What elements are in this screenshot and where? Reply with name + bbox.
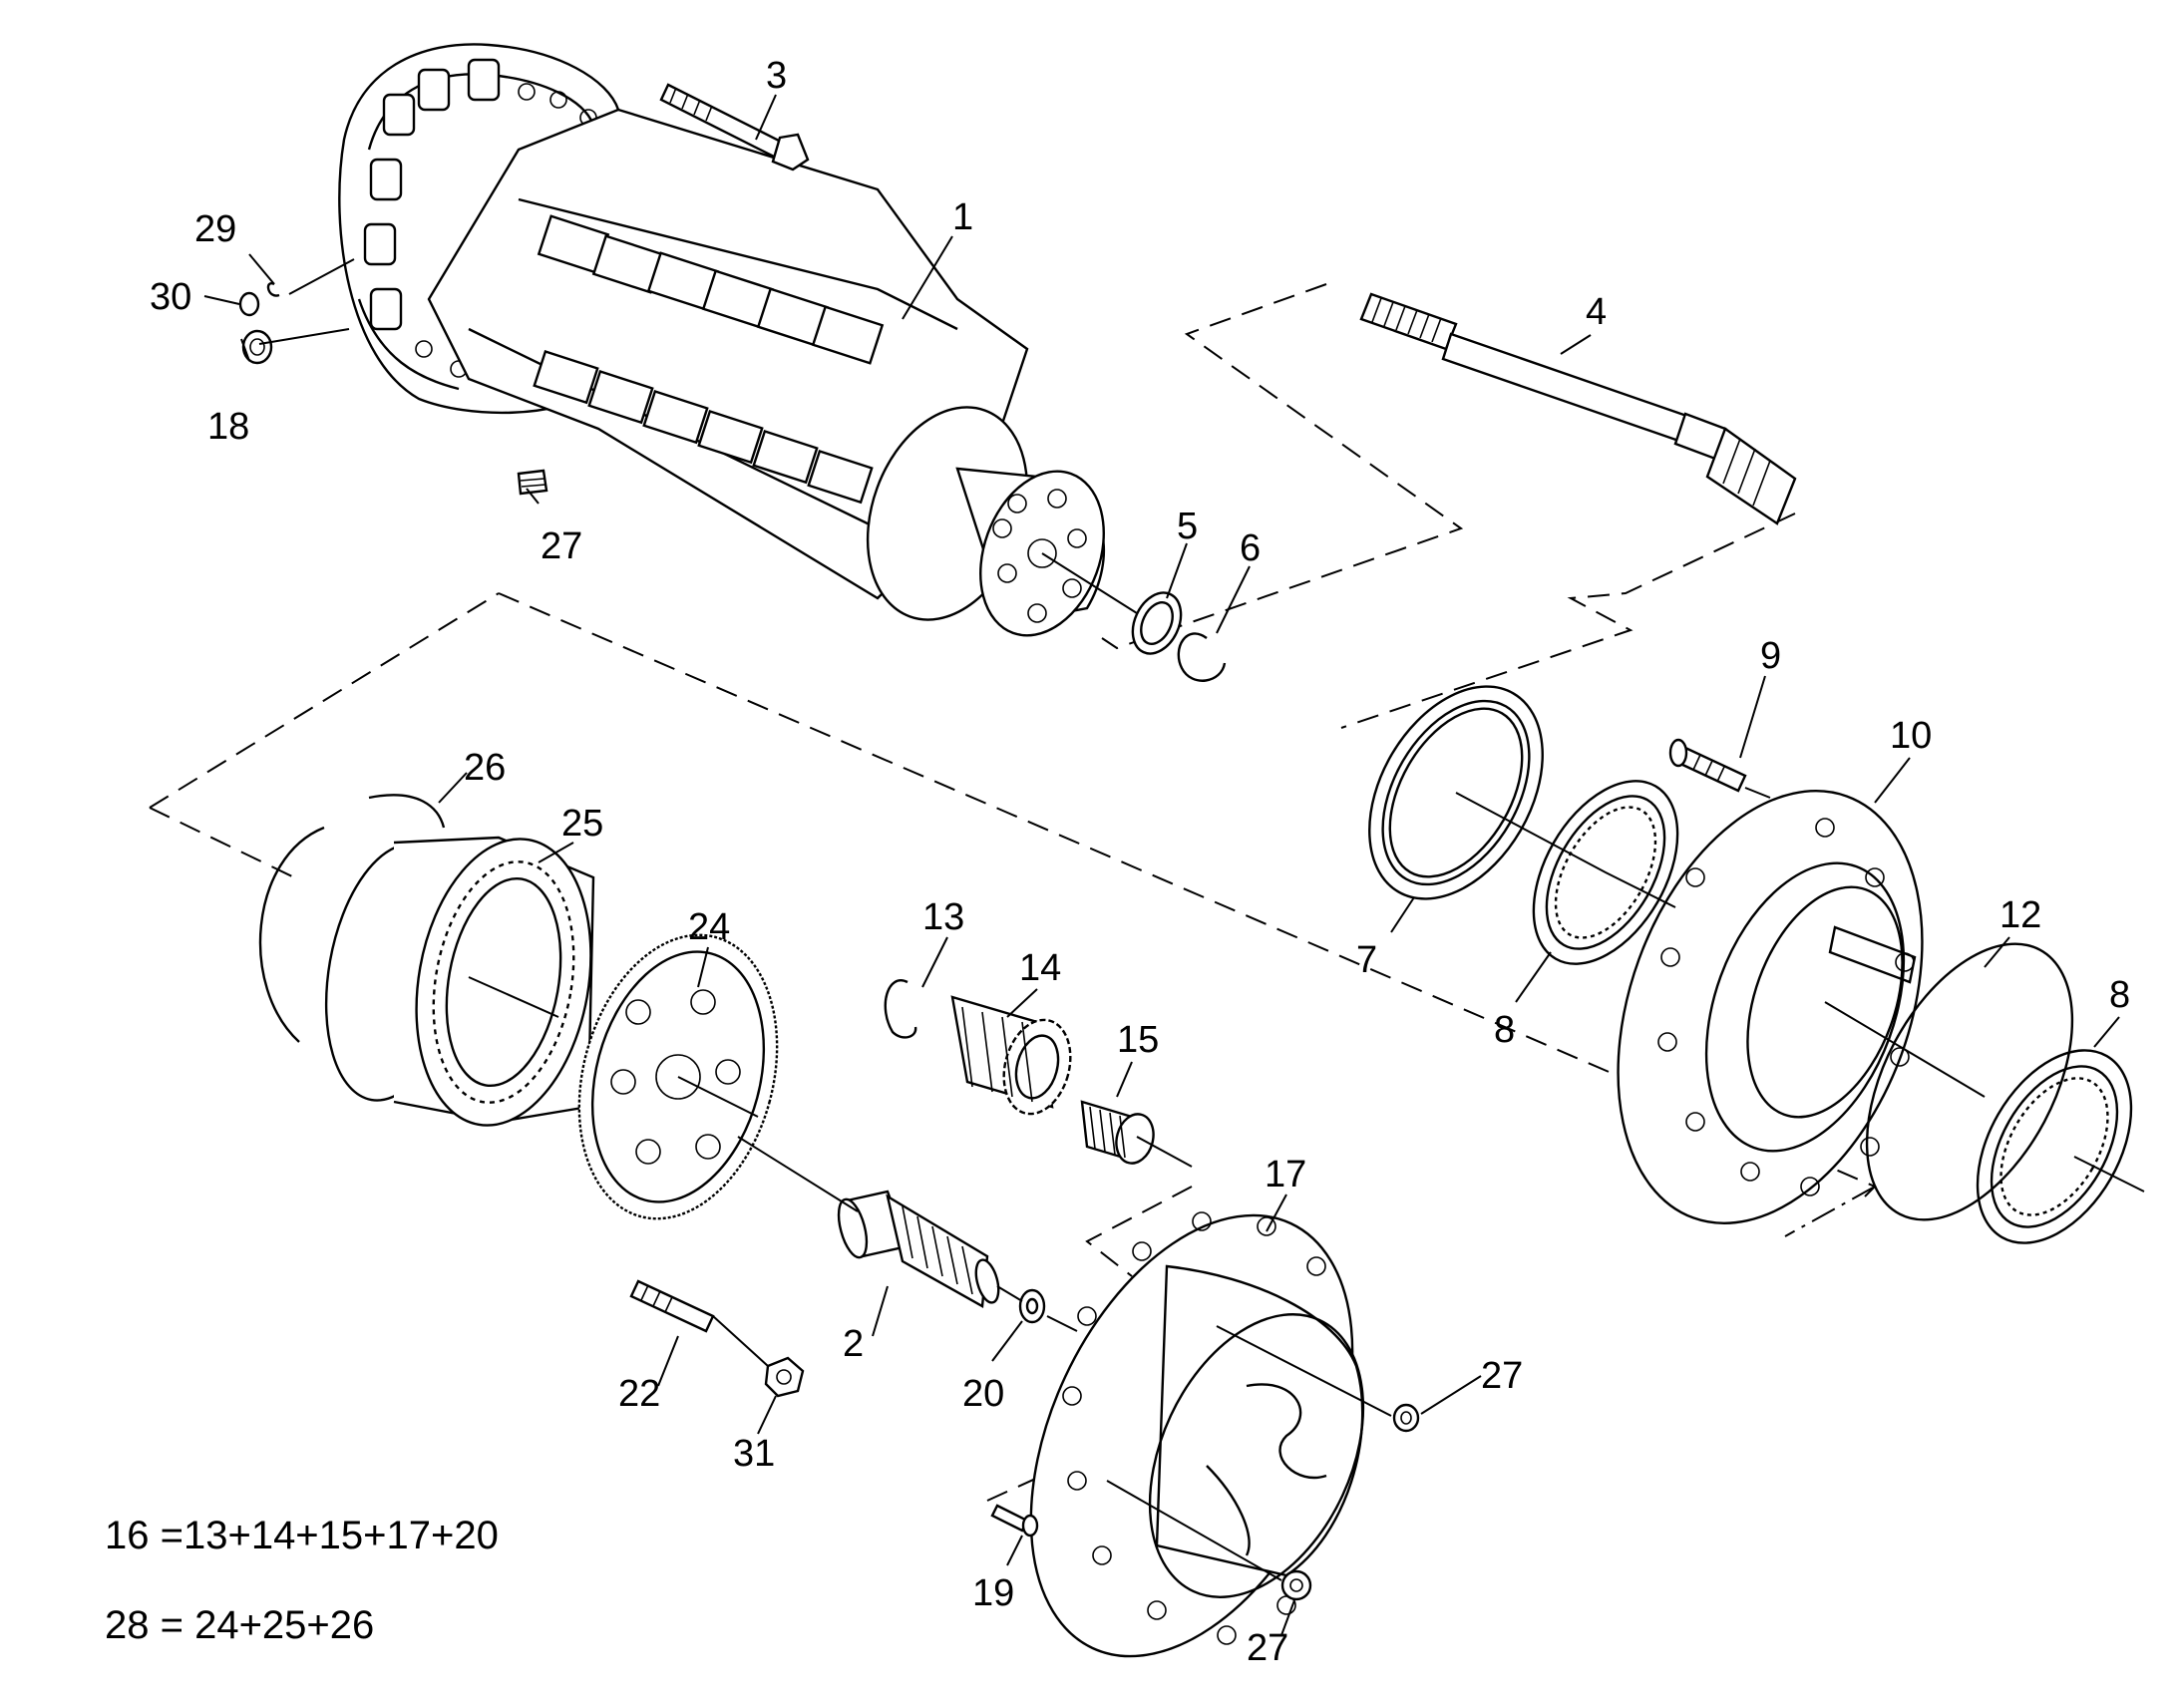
stud-part-22: [629, 1279, 715, 1333]
callout-7: 7: [1356, 939, 1377, 981]
ring-part-5: [1131, 591, 1183, 655]
callout-4: 4: [1586, 291, 1607, 333]
part-axis-lines: [258, 258, 2145, 1581]
bearing-part-8-lower: [1976, 1049, 2133, 1244]
callout-25: 25: [561, 803, 603, 845]
callout-27-right: 27: [1481, 1355, 1523, 1397]
callout-30: 30: [150, 276, 191, 318]
wire-ring-part-26: [258, 794, 446, 1043]
wheel-hub-part-10: [1617, 790, 1924, 1224]
callout-17: 17: [1265, 1154, 1306, 1196]
ring-part-6: [1177, 632, 1227, 682]
callout-labels: 1 3 4 5 6 7 8 9 10 12 8 13 14 15 17 26 2…: [150, 55, 2130, 1669]
housing-ribs: [533, 214, 885, 505]
callout-13: 13: [922, 896, 964, 938]
callout-20: 20: [962, 1373, 1004, 1415]
plug-part-27-top: [517, 469, 548, 496]
stud-part-9: [1668, 738, 1747, 793]
ring-gear-part-25: [324, 836, 595, 1127]
plug-part-27-bottom: [1280, 1569, 1312, 1601]
hub-cover-part-17: [1029, 1211, 1365, 1658]
callout-9: 9: [1760, 635, 1781, 677]
callout-12: 12: [1999, 894, 2041, 936]
screw-part-19: [990, 1504, 1039, 1537]
callout-1: 1: [952, 196, 973, 238]
callout-24: 24: [688, 906, 730, 948]
callout-22: 22: [618, 1373, 660, 1415]
callout-26: 26: [464, 747, 506, 789]
washer-part-20: [1018, 1288, 1046, 1324]
bolt-part-3: [659, 83, 810, 171]
callout-31: 31: [733, 1433, 775, 1475]
shim-part-12: [1865, 942, 2074, 1221]
callout-19: 19: [972, 1572, 1014, 1614]
plug-part-27-right: [1392, 1403, 1420, 1433]
axle-housing-part-1: [338, 43, 1106, 637]
callout-8-upper: 8: [1494, 1009, 1515, 1051]
callout-3: 3: [766, 55, 787, 97]
callout-29: 29: [194, 208, 236, 250]
kit-formula-16: 16 =13+14+15+17+20: [105, 1514, 499, 1557]
callout-15: 15: [1117, 1019, 1159, 1061]
screw-part-30: [238, 291, 260, 317]
callout-10: 10: [1890, 715, 1932, 757]
axle-shaft-part-4: [1359, 292, 1797, 525]
callout-18: 18: [207, 406, 249, 448]
planet-gear-part-14: [950, 995, 1072, 1116]
callout-27-bottom: 27: [1247, 1627, 1288, 1669]
callout-27-top: 27: [541, 525, 582, 567]
needle-bearing-part-15: [1080, 1100, 1155, 1165]
fitting-part-29: [266, 282, 280, 297]
sun-gear-part-2: [837, 1190, 1000, 1308]
callout-2: 2: [843, 1323, 864, 1365]
callout-8-lower: 8: [2109, 974, 2130, 1016]
callout-6: 6: [1240, 527, 1261, 569]
snap-ring-part-13: [884, 979, 917, 1039]
callout-14: 14: [1019, 947, 1061, 989]
callout-leaders: [203, 94, 2120, 1636]
kit-formula-28: 28 = 24+25+26: [105, 1603, 375, 1647]
callout-5: 5: [1177, 506, 1198, 547]
nut-part-31: [764, 1356, 805, 1398]
